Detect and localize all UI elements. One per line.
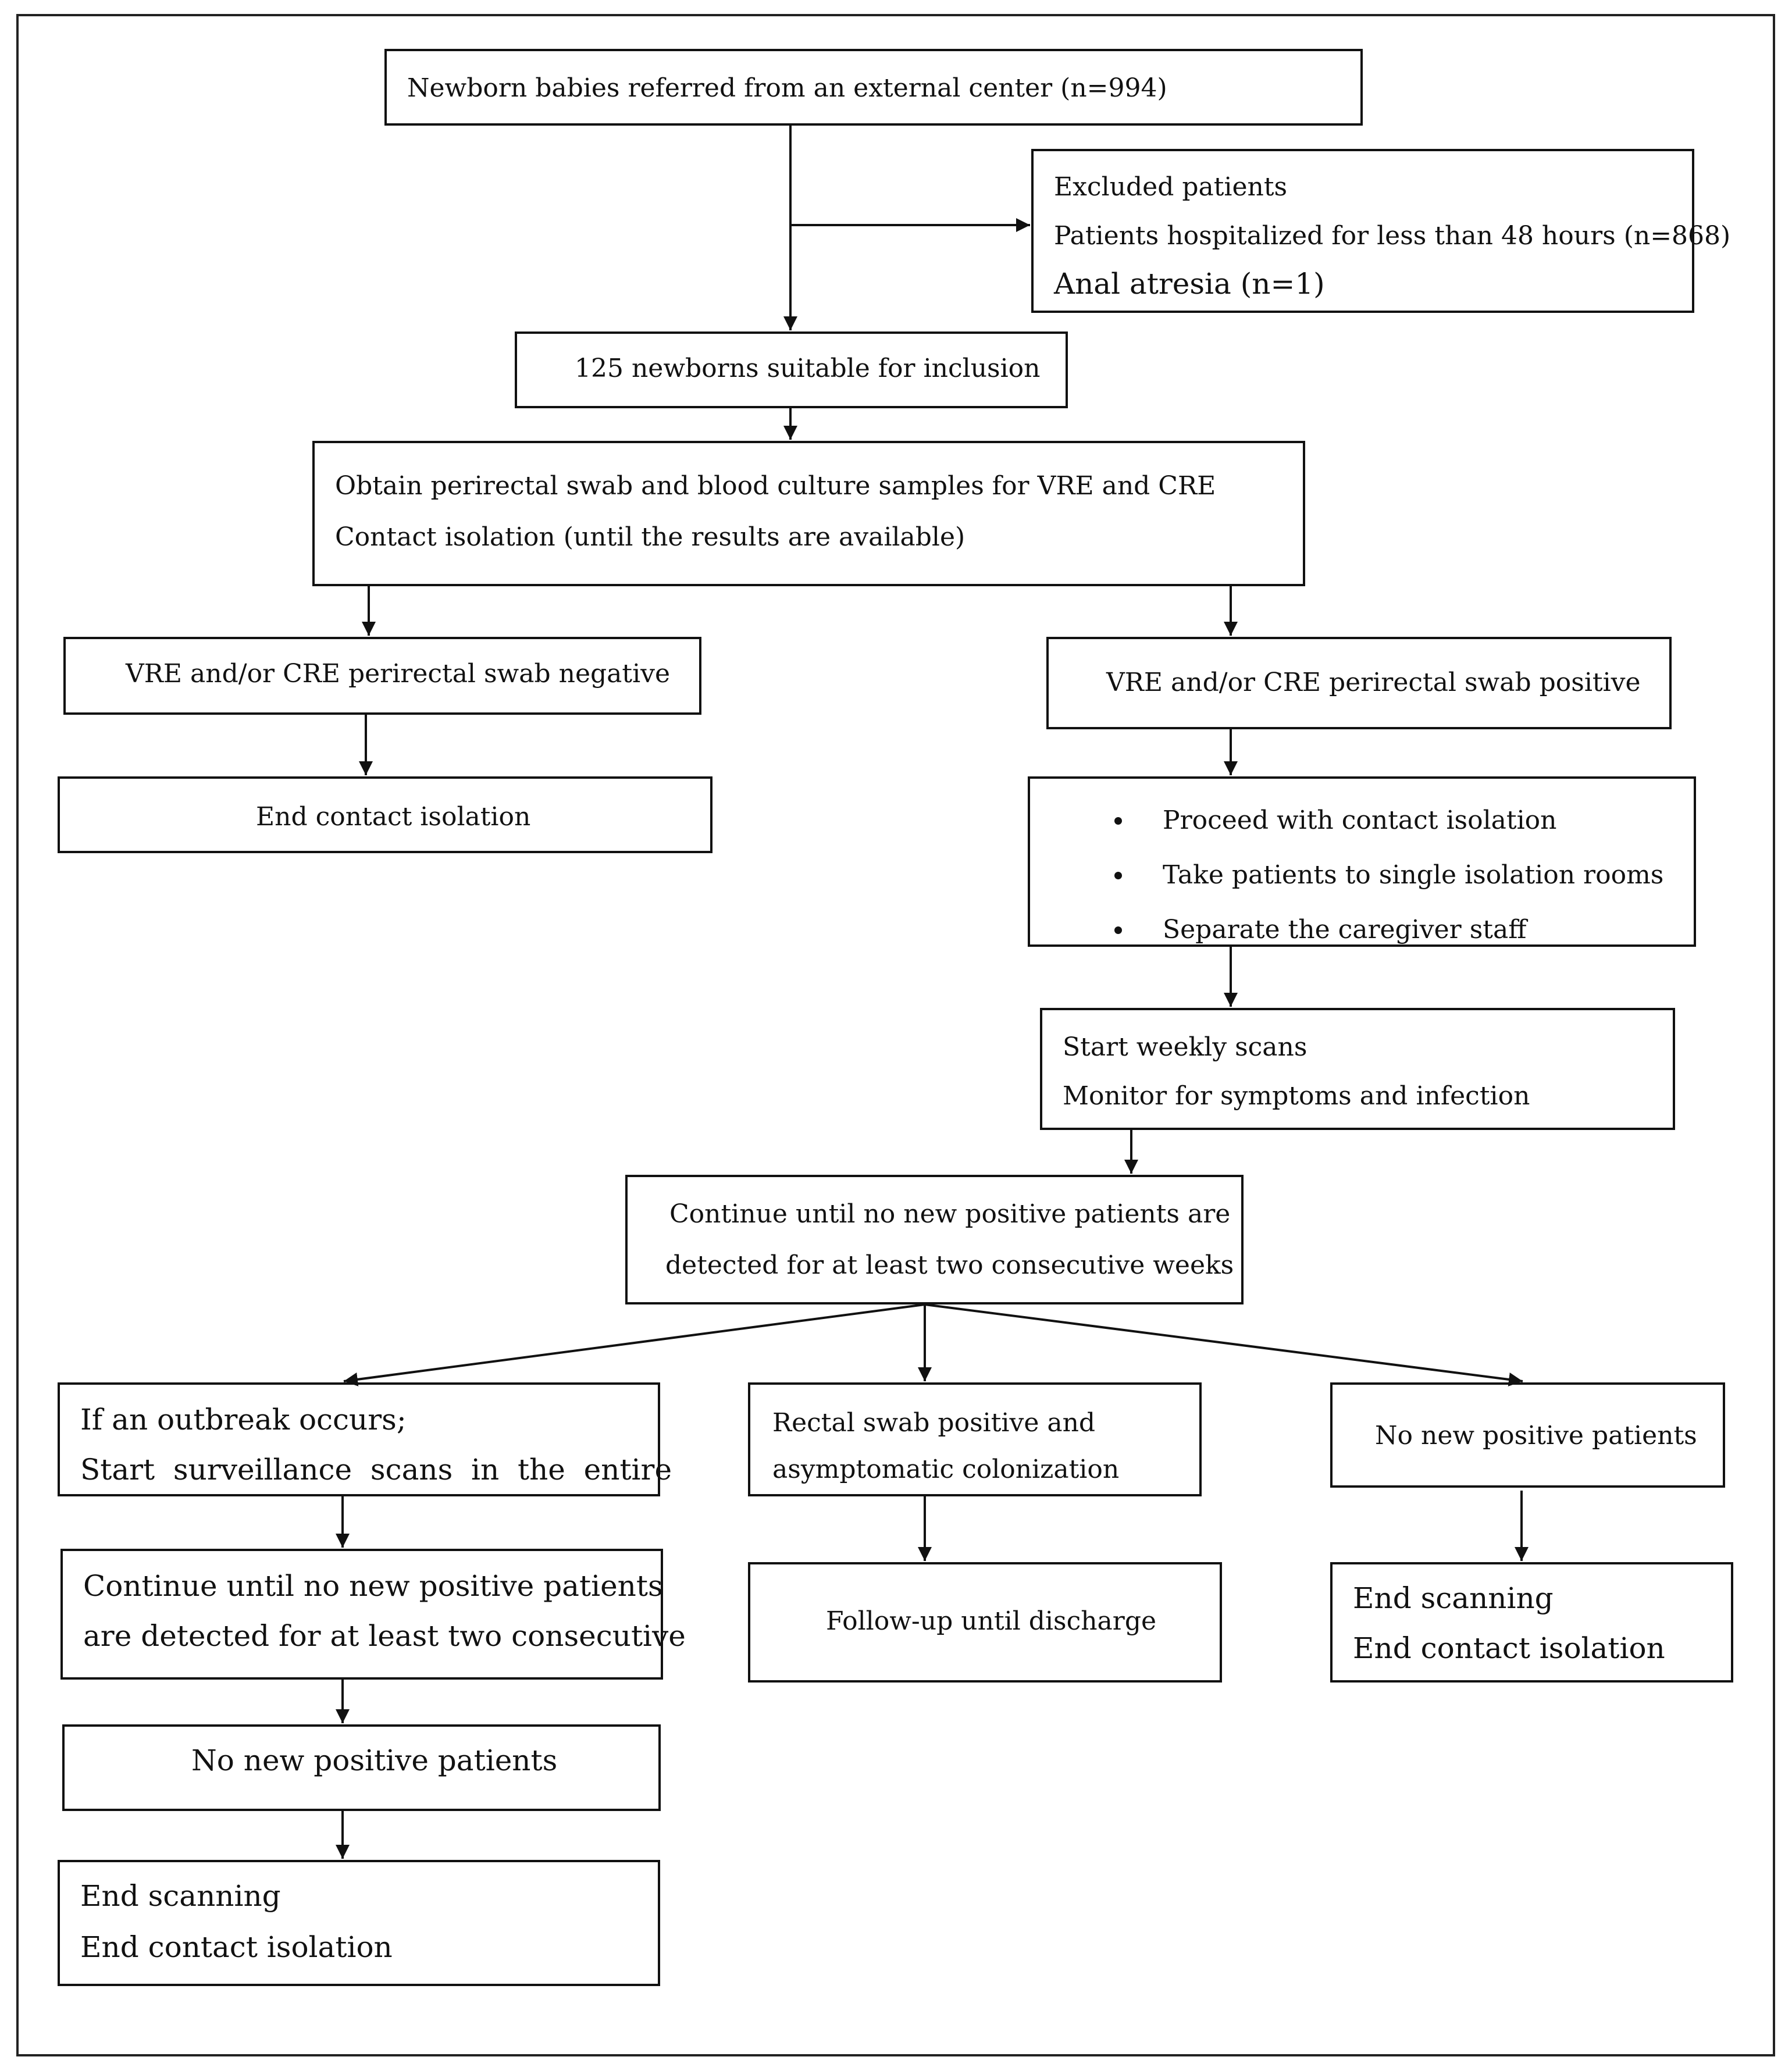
obtain-line-1: Obtain perirectal swab and blood culture… — [335, 471, 1216, 501]
weekly-line-1: Start weekly scans — [1063, 1032, 1308, 1062]
referred-text: Newborn babies referred from an external… — [407, 73, 1167, 103]
rectal-box: Rectal swab positive and asymptomatic co… — [748, 1382, 1202, 1496]
action-item-2: Take patients to single isolation rooms — [1163, 860, 1664, 890]
referred-box: Newborn babies referred from an external… — [384, 49, 1363, 126]
negative-box: VRE and/or CRE perirectal swab negative — [63, 637, 701, 715]
bullet-2 — [1114, 872, 1122, 879]
continue-line-2: detected for at least two consecutive we… — [665, 1250, 1234, 1280]
arrow-continue-to-no-new-right — [924, 1303, 1523, 1386]
positive-text: VRE and/or CRE perirectal swab positive — [1106, 668, 1641, 697]
continue-box: Continue until no new positive patients … — [625, 1175, 1244, 1304]
no-new-left-box: No new positive patients — [62, 1724, 661, 1811]
suitable-text: 125 newborns suitable for inclusion — [575, 354, 1041, 383]
rectal-line-2: asymptomatic colonization — [772, 1455, 1120, 1484]
action-item-3: Separate the caregiver staff — [1163, 915, 1527, 944]
continue-2-line-2: are detected for at least two consecutiv… — [83, 1619, 686, 1653]
end-right-line-2: End contact isolation — [1353, 1631, 1665, 1665]
continue-2-box: Continue until no new positive patients … — [60, 1549, 686, 1680]
excluded-box: Excluded patients Patients hospitalized … — [1031, 149, 1730, 313]
end-right-box: End scanning End contact isolation — [1330, 1562, 1733, 1683]
outbreak-box: If an outbreak occurs; Start surveillanc… — [58, 1382, 672, 1496]
followup-box: Follow-up until discharge — [748, 1562, 1222, 1683]
action-item-1: Proceed with contact isolation — [1163, 805, 1557, 835]
negative-text: VRE and/or CRE perirectal swab negative — [126, 659, 671, 689]
no-new-left-text: No new positive patients — [191, 1744, 558, 1777]
end-left-line-1: End scanning — [80, 1879, 281, 1913]
obtain-line-2: Contact isolation (until the results are… — [335, 522, 966, 552]
outbreak-line-1: If an outbreak occurs; — [80, 1403, 407, 1436]
suitable-box: 125 newborns suitable for inclusion — [515, 331, 1068, 408]
outbreak-line-2: Start surveillance scans in the entire — [80, 1453, 672, 1487]
actions-box: Proceed with contact isolation Take pati… — [1028, 776, 1696, 947]
weekly-line-2: Monitor for symptoms and infection — [1063, 1081, 1530, 1111]
end-left-line-2: End contact isolation — [80, 1930, 393, 1964]
no-new-right-box: No new positive patients — [1330, 1382, 1725, 1488]
bullet-3 — [1114, 926, 1122, 934]
end-right-line-1: End scanning — [1353, 1581, 1554, 1615]
continue-line-1: Continue until no new positive patients … — [669, 1199, 1231, 1229]
positive-box: VRE and/or CRE perirectal swab positive — [1046, 637, 1672, 729]
excluded-line-2: Anal atresia (n=1) — [1054, 267, 1325, 301]
rectal-line-1: Rectal swab positive and — [772, 1408, 1096, 1438]
end-left-box: End scanning End contact isolation — [58, 1860, 660, 1986]
end-contact-box: End contact isolation — [58, 776, 712, 853]
excluded-title: Excluded patients — [1054, 172, 1288, 202]
end-contact-text: End contact isolation — [256, 802, 531, 832]
obtain-box: Obtain perirectal swab and blood culture… — [312, 441, 1305, 586]
weekly-box: Start weekly scans Monitor for symptoms … — [1040, 1008, 1675, 1130]
followup-text: Follow-up until discharge — [826, 1606, 1157, 1636]
arrow-continue-to-outbreak — [343, 1303, 925, 1386]
bullet-1 — [1114, 817, 1122, 825]
continue-2-line-1: Continue until no new positive patients — [83, 1569, 663, 1603]
no-new-right-text: No new positive patients — [1375, 1421, 1697, 1450]
excluded-line-1: Patients hospitalized for less than 48 h… — [1054, 221, 1731, 251]
diagram-frame — [16, 14, 1775, 2056]
